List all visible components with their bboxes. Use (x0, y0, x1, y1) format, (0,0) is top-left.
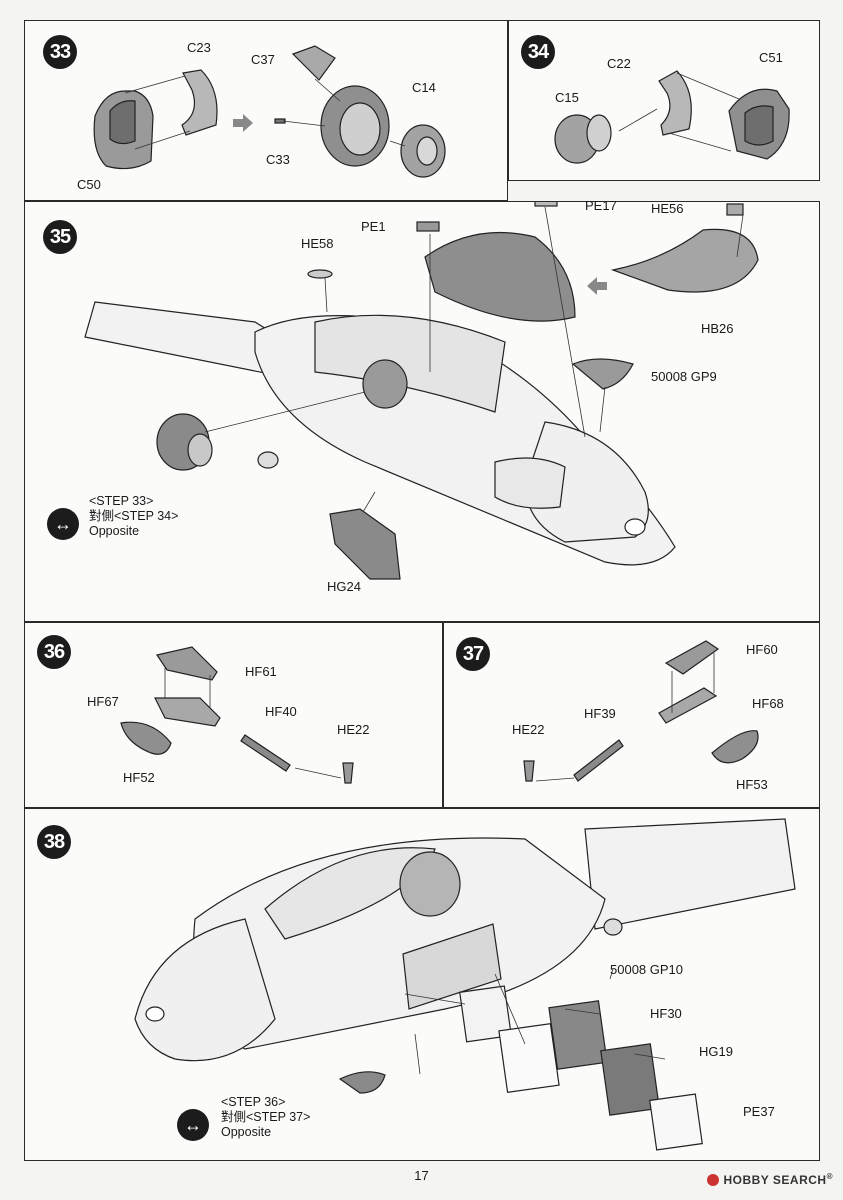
part-he56 (726, 203, 744, 216)
label-hf40: HF40 (265, 704, 297, 719)
step-37-diagram (523, 640, 759, 782)
label-hf39: HF39 (584, 706, 616, 721)
step-37-panel: 37 HF60 HF68 HE22 HF39 HF53 (443, 622, 820, 808)
label-pe1: PE1 (361, 219, 386, 234)
part-hf68 (658, 687, 718, 724)
part-hf40 (240, 734, 291, 772)
label-c50: C50 (77, 177, 101, 192)
step-36-diagram (120, 646, 354, 784)
label-he58: HE58 (301, 236, 334, 251)
label-hf53: HF53 (736, 777, 768, 792)
label-hf52: HF52 (123, 770, 155, 785)
step-36-panel: 36 HF61 HF67 HF40 HE22 HF52 (24, 622, 443, 808)
part-engine (399, 851, 461, 917)
label-hg19: HG19 (699, 1044, 733, 1059)
note-line-3: Opposite (89, 524, 140, 538)
part-hg24 (329, 508, 401, 580)
part-hf53 (711, 730, 759, 764)
watermark-brand: HOBBY SEARCH (723, 1173, 827, 1187)
label-hf68: HF68 (752, 696, 784, 711)
label-hf30: HF30 (650, 1006, 682, 1021)
label-he22: HE22 (337, 722, 370, 737)
part-c37 (291, 45, 336, 81)
step-37-badge: 37 (456, 637, 490, 671)
part-hg19-mesh (600, 1043, 661, 1116)
note-line-3: Opposite (221, 1125, 272, 1139)
label-c22: C22 (607, 56, 631, 71)
label-he22: HE22 (512, 722, 545, 737)
wheel (603, 918, 623, 936)
label-hg24: HG24 (327, 579, 361, 594)
watermark-reg: ® (826, 1172, 833, 1181)
opposite-note-35: <STEP 33> 對側<STEP 34> Opposite (89, 494, 178, 539)
part-hg19 (548, 1000, 608, 1070)
step-35-badge: 35 (43, 220, 77, 254)
label-gp9: 50008 GP9 (651, 369, 717, 384)
label-hf60: HF60 (746, 642, 778, 657)
part-gp9 (571, 358, 634, 390)
part-hf39 (573, 739, 624, 782)
part-pe1 (416, 221, 440, 232)
step-35-diagram (84, 202, 759, 580)
step-38-diagram (134, 818, 796, 1151)
double-arrow-icon: ↔ (177, 1109, 209, 1141)
label-c14: C14 (412, 80, 436, 95)
part-c22 (658, 70, 692, 136)
label-c37: C37 (251, 52, 275, 67)
part-he58 (307, 269, 333, 279)
helicopter-nose (134, 918, 276, 1062)
step-38-panel: 38 (24, 808, 820, 1161)
part-engine-intake (362, 359, 408, 409)
part-hf61 (156, 646, 218, 681)
wheel (257, 451, 279, 469)
page-number: 17 (414, 1168, 429, 1183)
step-35-panel: 35 (24, 198, 820, 622)
part-hb26 (610, 228, 759, 293)
part-he22 (342, 762, 354, 784)
part-hf67 (154, 697, 221, 727)
label-hf61: HF61 (245, 664, 277, 679)
part-hf60 (664, 640, 720, 675)
helicopter-tail-boom (584, 818, 796, 930)
label-he56: HE56 (651, 201, 684, 216)
part-gp10 (459, 985, 512, 1043)
double-arrow-icon: ↔ (47, 508, 79, 540)
part-hf52 (120, 721, 172, 755)
step-38-badge: 38 (37, 825, 71, 859)
label-c51: C51 (759, 50, 783, 65)
part-c23 (181, 69, 218, 136)
label-pe17: PE17 (585, 198, 617, 213)
watermark: HOBBY SEARCH® (707, 1172, 833, 1187)
part-he22b (523, 760, 535, 782)
hobby-search-logo-icon (707, 1174, 720, 1186)
label-hb26: HB26 (701, 321, 734, 336)
step-34-diagram (554, 70, 790, 164)
note-line-2: 對側<STEP 34> (89, 509, 179, 523)
note-line-1: <STEP 33> (89, 494, 154, 508)
step-34-panel: 34 C22 C51 C15 (508, 20, 820, 181)
label-c33: C33 (266, 152, 290, 167)
helicopter-nose (524, 421, 649, 543)
label-c23: C23 (187, 40, 211, 55)
label-hf67: HF67 (87, 694, 119, 709)
note-line-2: 對側<STEP 37> (221, 1110, 311, 1124)
opposite-note-38: <STEP 36> 對側<STEP 37> Opposite (221, 1095, 310, 1140)
gray-arrow-icon (587, 277, 607, 295)
label-pe37: PE37 (743, 1104, 775, 1119)
step-36-badge: 36 (37, 635, 71, 669)
step-33-badge: 33 (43, 35, 77, 69)
note-line-1: <STEP 36> (221, 1095, 286, 1109)
label-gp10: 50008 GP10 (610, 962, 684, 977)
part-hf30 (498, 1023, 560, 1093)
part-canopy-cover (424, 231, 576, 322)
part-exploded-sensor (338, 1071, 386, 1094)
gray-arrow-icon (233, 114, 253, 132)
step-33-panel: 33 C23 C37 C14 C33 (24, 20, 508, 201)
part-pe17 (534, 202, 558, 207)
step-33-diagram (93, 45, 446, 178)
label-c15: C15 (555, 90, 579, 105)
step-34-badge: 34 (521, 35, 555, 69)
part-pe37 (649, 1093, 703, 1151)
